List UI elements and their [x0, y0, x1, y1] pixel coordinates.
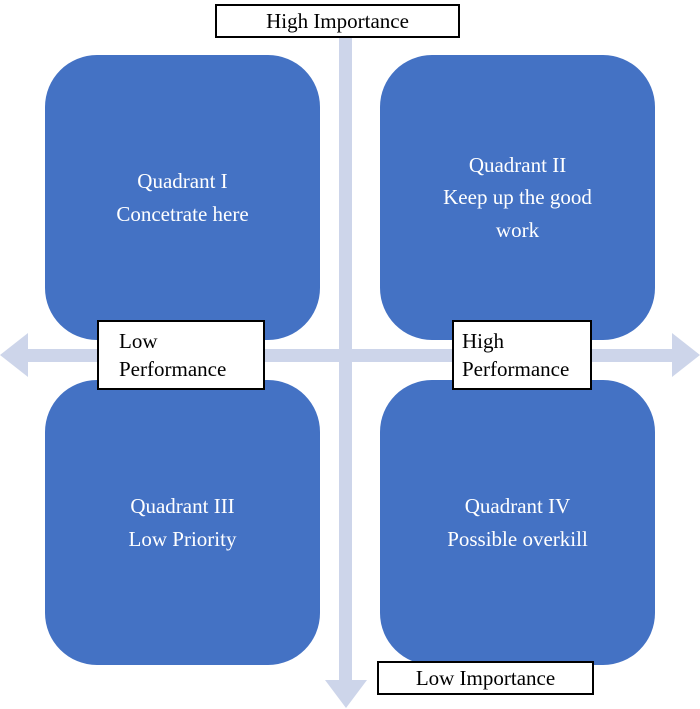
axis-label-low-performance: Low Performance	[97, 320, 265, 390]
quadrant-4-box: Quadrant IV Possible overkill	[380, 380, 655, 665]
quadrant-1-box: Quadrant I Concetrate here	[45, 55, 320, 340]
quadrant-2-subtitle: Keep up the good work	[443, 185, 592, 242]
axis-label-high-performance-line1: High	[462, 328, 504, 353]
axis-label-high-performance: High Performance	[452, 320, 592, 390]
axis-label-low-performance-line2: Performance	[119, 357, 227, 381]
quadrant-3-box: Quadrant III Low Priority	[45, 380, 320, 665]
quadrant-3-title: Quadrant III	[130, 493, 235, 518]
axis-label-low-performance-text: Low Performance	[119, 327, 226, 384]
axis-label-high-performance-line2: Performance	[462, 357, 570, 381]
axis-label-high-performance-text: High Performance	[462, 327, 569, 384]
arrowhead-right-icon	[672, 333, 700, 377]
arrowhead-down-icon	[325, 680, 367, 708]
axis-label-low-performance-line1: Low	[119, 328, 158, 353]
quadrant-3-subtitle: Low Priority	[128, 526, 237, 551]
quadrant-2-title: Quadrant II	[468, 152, 567, 177]
quadrant-4-title: Quadrant IV	[464, 493, 571, 518]
quadrant-4-subtitle: Possible overkill	[447, 526, 588, 551]
quadrant-2-box: Quadrant II Keep up the good work	[380, 55, 655, 340]
axis-label-high-importance: High Importance	[215, 4, 460, 38]
arrowhead-left-icon	[0, 333, 28, 377]
importance-axis-bar	[339, 34, 352, 680]
axis-label-low-importance-text: Low Importance	[415, 665, 556, 690]
axis-label-low-importance: Low Importance	[377, 661, 594, 695]
axis-label-high-importance-text: High Importance	[266, 8, 409, 33]
quadrant-1-subtitle: Concetrate here	[116, 201, 249, 226]
quadrant-1-title: Quadrant I	[137, 168, 228, 193]
